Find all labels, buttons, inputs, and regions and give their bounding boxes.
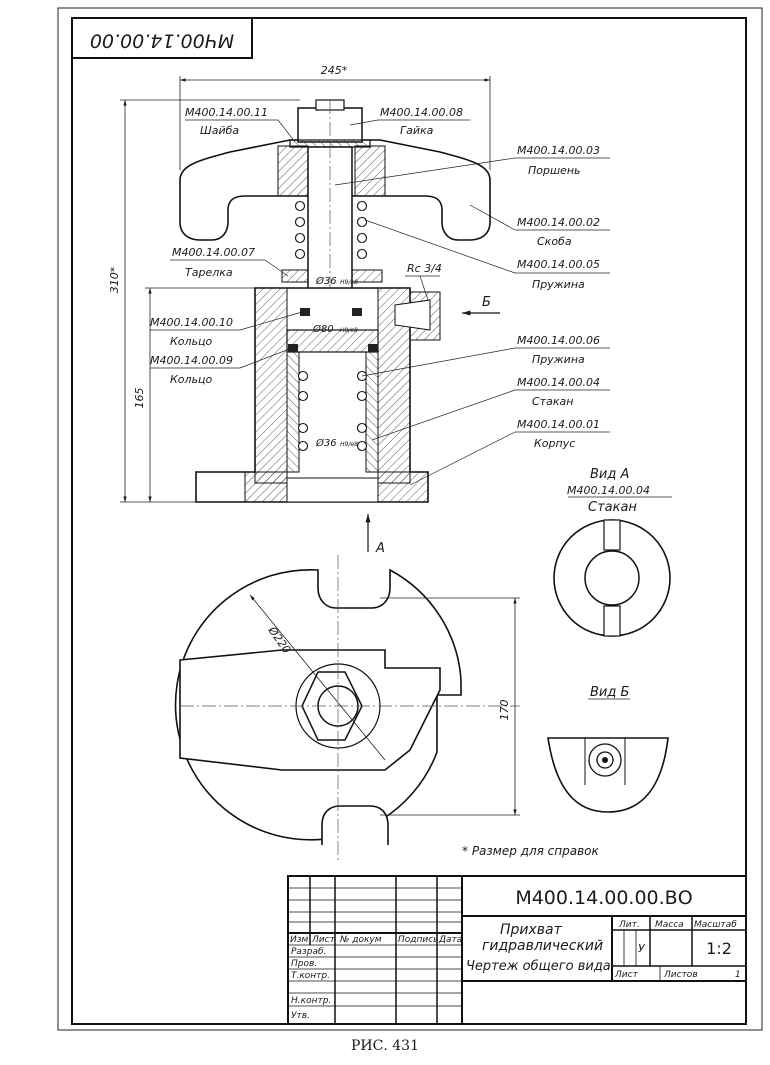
arm-hatch-left	[277, 145, 309, 197]
callout-10-code: М400.14.00.10	[150, 316, 233, 329]
hdr-masshtab: Масштаб	[694, 920, 737, 930]
sheets-value: 1	[735, 970, 741, 980]
designation: М400.14.00.00.ВО	[515, 887, 692, 909]
callout-08-name: Гайка	[400, 124, 434, 137]
dim-170: 170	[498, 700, 511, 721]
cup-right	[365, 351, 379, 473]
callout-02-code: М400.14.00.02	[517, 216, 600, 229]
view-a-title: Вид А	[590, 467, 629, 482]
body-wall-left	[254, 287, 288, 484]
cup-left	[286, 351, 300, 473]
dim-245: 245*	[321, 64, 348, 77]
top-view	[174, 555, 520, 860]
dim-165: 165	[133, 388, 146, 409]
col-izm: Изм	[290, 935, 309, 945]
col-date: Дата	[438, 935, 462, 945]
title-block	[287, 875, 747, 1025]
callout-07-code: М400.14.00.07	[172, 246, 255, 259]
callout-03-name: Поршень	[528, 164, 581, 177]
row-tkontr: Т.контр.	[291, 971, 330, 981]
view-a-cup	[553, 519, 671, 637]
stamp-box	[71, 17, 253, 59]
callout-05-name: Пружина	[532, 278, 585, 291]
callout-01-code: М400.14.00.01	[517, 418, 600, 431]
sheets-label: Листов	[663, 970, 698, 980]
row-utv: Утв.	[291, 1011, 310, 1021]
callout-07-name: Тарелка	[185, 266, 233, 279]
ring-lower-left	[288, 344, 298, 352]
scale-value: 1:2	[706, 939, 732, 958]
product-name-3: Чертеж общего вида	[466, 959, 611, 974]
callout-09-code: М400.14.00.09	[150, 354, 233, 367]
callout-11-code: М400.14.00.11	[185, 106, 268, 119]
port-taper	[394, 299, 431, 331]
callout-11-name: Шайба	[200, 124, 239, 137]
piston-head	[286, 329, 379, 353]
thread-label: Rc 3/4	[407, 262, 442, 275]
body-bottom	[286, 477, 379, 503]
arm-hatch-right	[354, 145, 386, 197]
body-base-left	[244, 471, 288, 503]
arrow-a-label: А	[375, 541, 385, 556]
arrow-b-label: Б	[482, 295, 491, 310]
stamp-code: МЧ00.14.00.00	[90, 30, 234, 52]
callout-leaders	[150, 119, 610, 486]
section-view	[179, 99, 491, 503]
view-a-code: М400.14.00.04	[567, 484, 650, 497]
view-b-title: Вид Б	[590, 685, 629, 700]
callout-03-code: М400.14.00.03	[517, 144, 600, 157]
callout-02-name: Скоба	[537, 235, 572, 248]
callout-04-name: Стакан	[532, 395, 573, 408]
row-razrab: Разраб.	[291, 947, 326, 957]
ring-upper-left	[300, 308, 310, 316]
product-name-1: Прихват	[500, 922, 563, 938]
figure-caption: РИС. 431	[351, 1038, 419, 1054]
callout-06-name: Пружина	[532, 353, 585, 366]
callout-10-name: Кольцо	[170, 335, 213, 348]
upper-spring	[294, 200, 368, 260]
callout-01-name: Корпус	[534, 437, 575, 450]
hdr-lit: Лит.	[618, 920, 640, 930]
reference-note: * Размер для справок	[462, 844, 599, 858]
callout-08-code: М400.14.00.08	[380, 106, 463, 119]
lower-spring	[297, 370, 368, 452]
row-nkontr: Н.контр.	[291, 996, 331, 1006]
dim-310: 310*	[108, 266, 121, 293]
fit-80: H9/e8	[340, 327, 358, 334]
dia-80: Ø80	[312, 323, 334, 335]
product-name-2: гидравлический	[482, 938, 603, 954]
lit-value: У	[638, 942, 646, 955]
plate-left	[281, 269, 309, 283]
row-prov: Пров.	[291, 959, 317, 969]
fit-top: H9/e8	[340, 279, 358, 286]
view-a-name: Стакан	[588, 500, 637, 515]
col-docnum: № докум	[339, 935, 382, 945]
dia-36-top: Ø36	[315, 275, 337, 287]
outer-frame	[57, 7, 763, 1031]
fit-bot: H9/e8	[340, 441, 358, 448]
ring-lower-right	[368, 344, 378, 352]
sheet-label: Лист	[614, 970, 639, 980]
callout-05-code: М400.14.00.05	[517, 258, 600, 271]
plate-right	[351, 269, 383, 283]
view-b-port	[547, 737, 669, 813]
callout-04-code: М400.14.00.04	[517, 376, 600, 389]
col-list: Лист	[311, 935, 336, 945]
dimensions-main	[120, 76, 491, 503]
body-base-right	[377, 471, 429, 503]
dia-36-bot: Ø36	[315, 437, 337, 449]
callout-06-code: М400.14.00.06	[517, 334, 600, 347]
hdr-massa: Масса	[655, 920, 684, 930]
ring-upper-right	[352, 308, 362, 316]
callout-09-name: Кольцо	[170, 373, 213, 386]
col-sign: Подпись	[398, 935, 438, 945]
dimensions-top	[249, 594, 520, 816]
